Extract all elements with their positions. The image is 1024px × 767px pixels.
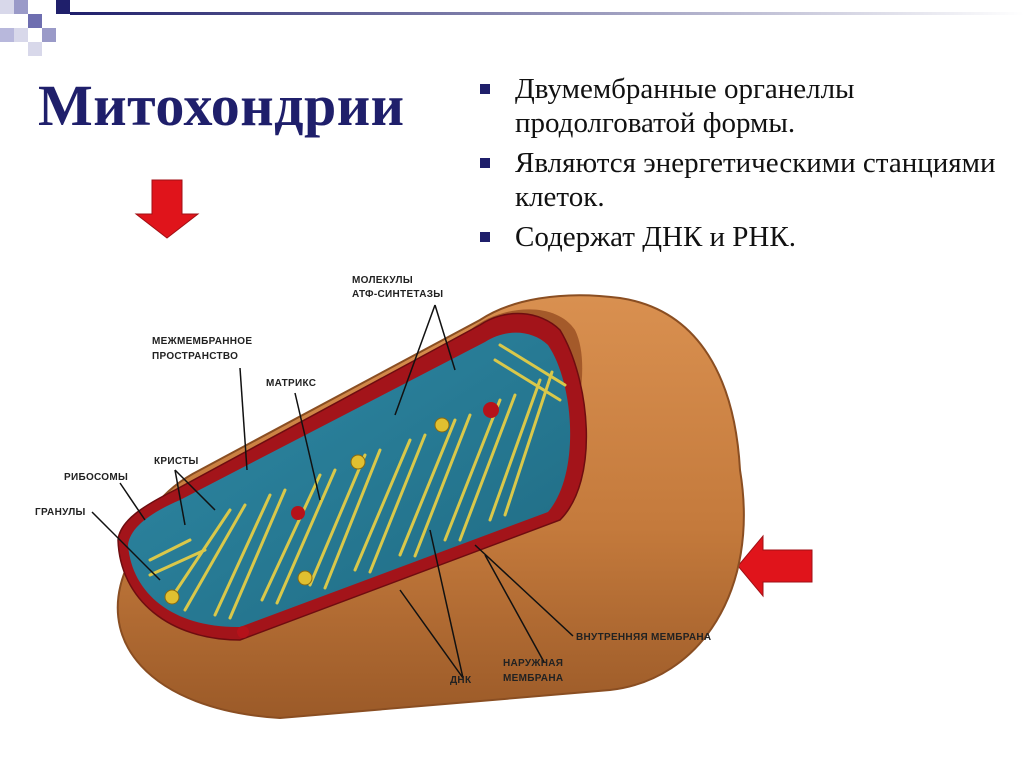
corner-decoration [0,0,1024,56]
label-intermembrane: ПРОСТРАНСТВО [152,351,238,362]
label-dna: ДНК [450,675,472,686]
label-outer-membrane: МЕМБРАНА [503,673,563,684]
granules [164,402,499,638]
left-arrow-icon [737,534,813,598]
bullet-list: Двумембранные органеллы продолговатой фо… [478,72,1018,260]
slide-title: Митохондрии [38,73,405,138]
matrix-region [128,332,571,628]
bullet-item: Содержат ДНК и РНК. [478,220,1018,254]
bullet-square-icon [480,158,490,168]
leader-lines [91,304,574,679]
label-inner-membrane: ВНУТРЕННЯЯ МЕМБРАНА [576,632,711,643]
bullet-item: Двумембранные органеллы продолговатой фо… [478,72,1018,140]
bullet-item: Являются энергетическими станциями клето… [478,146,1018,214]
label-atp-synthase: АТФ-СИНТЕТАЗЫ [352,289,443,300]
label-matrix: МАТРИКС [266,378,316,389]
cristae-folds [148,343,567,620]
label-outer-membrane: НАРУЖНАЯ [503,658,563,669]
down-arrow-icon [134,179,200,239]
label-ribosomes: РИБОСОМЫ [64,472,128,483]
bullet-square-icon [480,232,490,242]
label-cristae: КРИСТЫ [154,456,199,467]
bullet-square-icon [480,84,490,94]
label-atp-synthase: МОЛЕКУЛЫ [352,275,413,286]
label-granules: ГРАНУЛЫ [35,507,86,518]
bullet-text: Являются энергетическими станциями клето… [515,147,996,213]
bullet-text: Содержат ДНК и РНК. [515,221,796,253]
bullet-text: Двумембранные органеллы продолговатой фо… [515,73,855,139]
label-intermembrane: МЕЖМЕМБРАННОЕ [152,336,252,347]
